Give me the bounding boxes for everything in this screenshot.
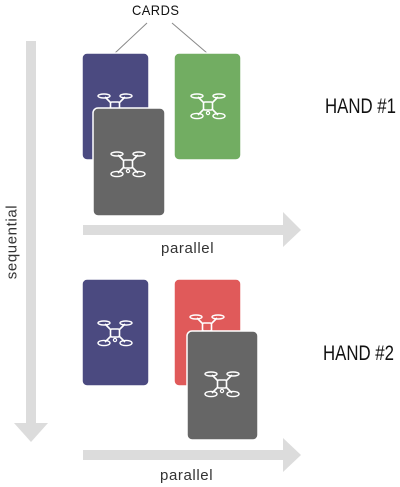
- cards-label: CARDS: [132, 2, 180, 18]
- parallel-label-1: parallel: [161, 240, 215, 257]
- parallel-label-2: parallel: [160, 467, 214, 484]
- cards-connector-right: [171, 22, 208, 54]
- hand2-title: HAND #2: [323, 342, 394, 365]
- parallel-arrow-2: [83, 438, 301, 472]
- hand1-card-gray: [92, 107, 166, 217]
- hand2-card-indigo: [81, 278, 150, 387]
- sequential-label: sequential: [3, 204, 21, 280]
- cards-connector-left: [114, 22, 148, 54]
- hand2-card-gray: [186, 330, 259, 441]
- sequential-arrow: [14, 41, 48, 442]
- parallel-arrow-1: [83, 212, 301, 247]
- hand1-title: HAND #1: [325, 95, 396, 118]
- hand1-card-green: [173, 52, 242, 161]
